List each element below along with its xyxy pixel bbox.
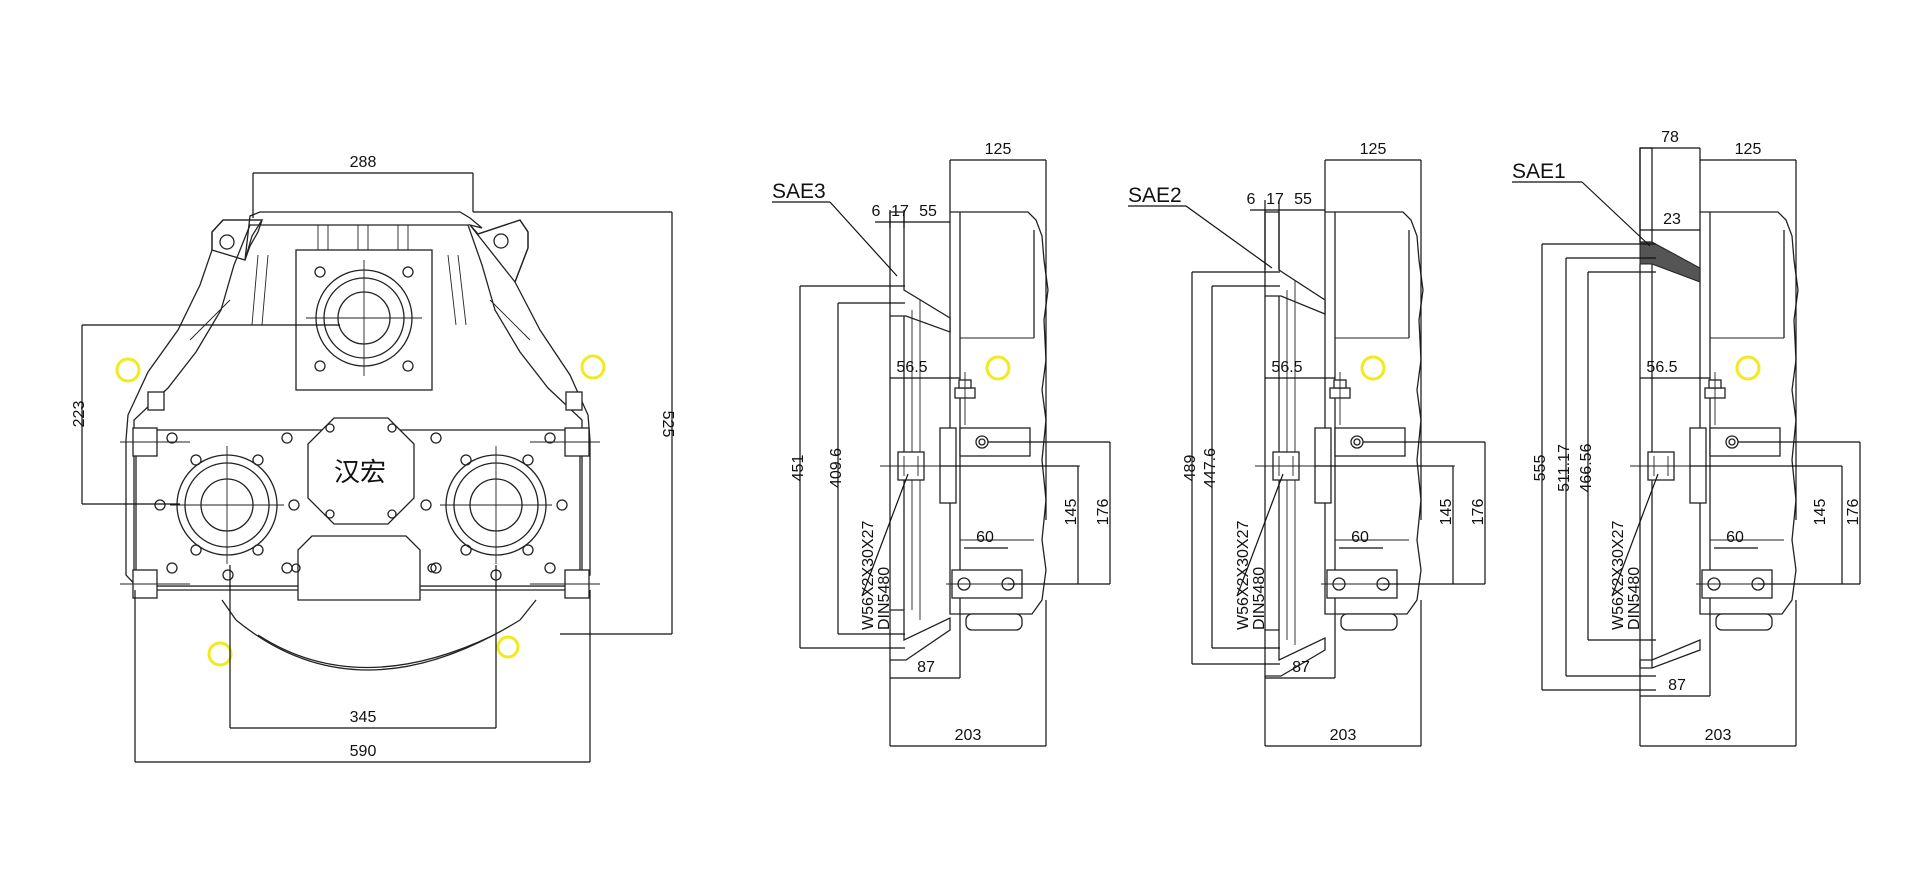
dim-60: 60 [1726, 529, 1744, 546]
dim-176: 176 [1095, 499, 1112, 526]
dim-87: 87 [917, 659, 935, 676]
side-view-sae2: SAE2 125 6 17 55 56.5 489 447.6 W56X2X30… [1128, 141, 1487, 747]
dim-60: 60 [976, 529, 994, 546]
view-label-sae1: SAE1 [1512, 160, 1566, 183]
dim-v2: 409.6 [828, 448, 845, 488]
dim-203: 203 [1330, 727, 1357, 744]
front-dimensions: 288 525 223 345 590 [71, 154, 676, 763]
dim-125: 125 [1735, 141, 1762, 158]
dim-17: 17 [891, 203, 909, 220]
dim-v3: 466.56 [1578, 443, 1595, 492]
spline-spec-line1: W56X2X30X27 [1610, 520, 1627, 630]
section-hatch [1639, 241, 1701, 283]
spline-spec-line2: DIN5480 [876, 567, 893, 630]
marker-icon [1735, 355, 1761, 381]
dim-87: 87 [1668, 677, 1686, 694]
dim-87: 87 [1292, 659, 1310, 676]
dim-78: 78 [1661, 129, 1679, 146]
dim-55: 55 [1294, 191, 1312, 208]
dim-6: 6 [1247, 191, 1256, 208]
dim-v1: 451 [790, 455, 807, 482]
dim-6: 6 [872, 203, 881, 220]
dim-offset: 223 [71, 401, 88, 428]
marker-icon [985, 355, 1011, 381]
dim-55: 55 [919, 203, 937, 220]
spline-spec-line2: DIN5480 [1626, 567, 1643, 630]
dim-23: 23 [1663, 211, 1681, 228]
dim-145: 145 [1063, 499, 1080, 526]
marker-icon [207, 641, 233, 667]
dim-v2: 447.6 [1202, 448, 1219, 488]
dim-125: 125 [1360, 141, 1387, 158]
dim-bottom-overall: 590 [350, 743, 377, 760]
dim-v1: 555 [1532, 455, 1549, 482]
dim-v2: 511.17 [1556, 444, 1573, 492]
dim-125: 125 [985, 141, 1012, 158]
view-label-sae2: SAE2 [1128, 184, 1182, 207]
side-view-sae1: SAE1 78 125 23 56.5 555 511.17 466.56 W5… [1512, 129, 1862, 747]
spline-spec-line2: DIN5480 [1251, 567, 1268, 630]
front-view: 汉宏 [71, 154, 676, 763]
dim-176: 176 [1845, 499, 1862, 526]
dim-56-5: 56.5 [1646, 359, 1677, 376]
logo-text: 汉宏 [334, 458, 386, 488]
dim-203: 203 [955, 727, 982, 744]
spline-spec-line1: W56X2X30X27 [1235, 520, 1252, 630]
dim-203: 203 [1705, 727, 1732, 744]
dim-17: 17 [1266, 191, 1284, 208]
side-view-sae3: SAE3 125 6 17 55 56.5 451 409.6 W56X2X30… [772, 141, 1112, 747]
marker-icon [580, 354, 606, 380]
view-label-sae3: SAE3 [772, 180, 826, 203]
marker-icon [1360, 355, 1386, 381]
dim-56-5: 56.5 [1271, 359, 1302, 376]
dim-145: 145 [1812, 499, 1829, 526]
dim-height: 525 [659, 411, 676, 438]
spline-spec-line1: W56X2X30X27 [860, 520, 877, 630]
dim-v1: 489 [1182, 455, 1199, 482]
dim-60: 60 [1351, 529, 1369, 546]
marker-icon [115, 357, 141, 383]
marker-icon [496, 635, 520, 659]
dim-176: 176 [1470, 499, 1487, 526]
dim-top-width: 288 [350, 154, 377, 171]
dim-56-5: 56.5 [896, 359, 927, 376]
dim-bottom-inner: 345 [350, 709, 377, 726]
dim-145: 145 [1438, 499, 1455, 526]
